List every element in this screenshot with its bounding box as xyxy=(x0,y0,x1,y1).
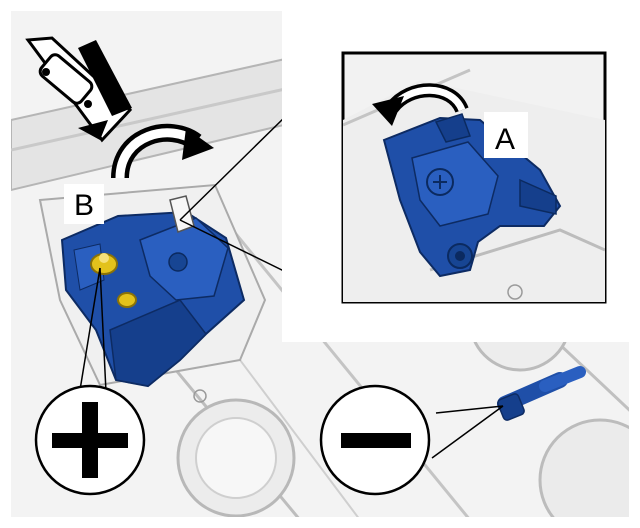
rotate-arrow-inset-icon xyxy=(372,83,469,126)
detail-inset: A xyxy=(282,11,629,342)
vehicle-front-direction-icon xyxy=(25,36,133,143)
label-a-text: A xyxy=(495,123,515,156)
label-b-text: B xyxy=(74,189,94,222)
label-b: B xyxy=(64,184,104,224)
positive-terminal-stud xyxy=(90,253,137,308)
negative-cable-connector xyxy=(497,366,586,421)
rotate-arrow-main-icon xyxy=(111,123,214,179)
positive-terminal-icon: + xyxy=(34,384,146,496)
negative-terminal-icon: − xyxy=(319,384,431,496)
label-a: A xyxy=(484,112,528,158)
